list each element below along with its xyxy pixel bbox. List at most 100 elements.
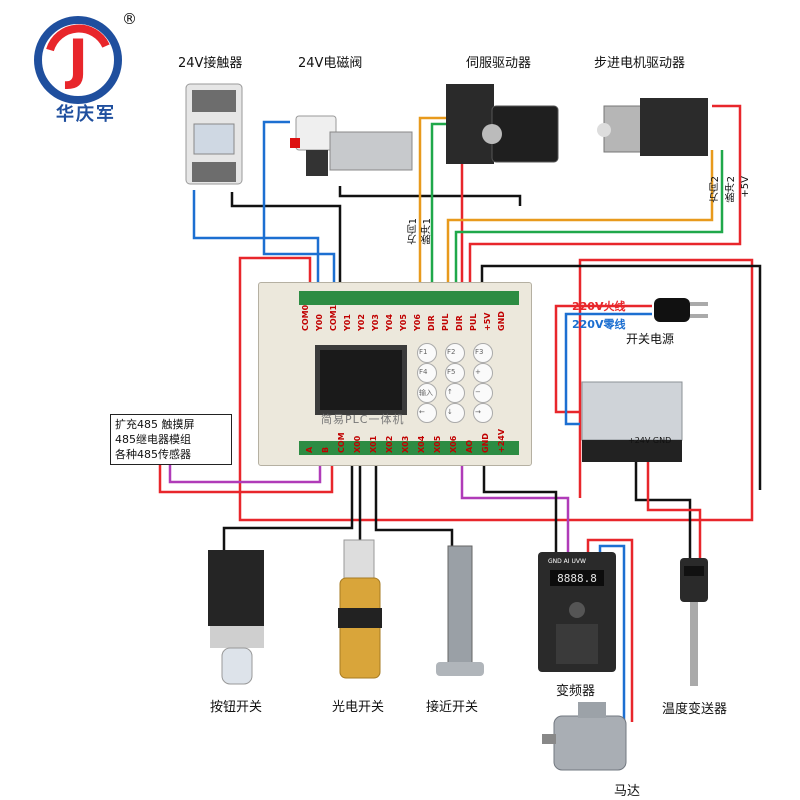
top-terminal-label: PUL xyxy=(441,313,450,331)
power-switch-label: 开关电源 xyxy=(626,332,675,346)
bottom-terminal-label: +24V xyxy=(497,428,506,453)
top-terminal-label: GND xyxy=(497,311,506,331)
temp-image xyxy=(680,558,708,686)
bottom-terminal-label: X00 xyxy=(353,435,362,453)
pulse1-label: 脉冲1 xyxy=(422,218,433,245)
photo-label: 光电开关 xyxy=(332,700,385,715)
motor-label: 马达 xyxy=(614,784,641,799)
plc-key-label: → xyxy=(475,408,481,416)
stepper-image xyxy=(597,98,708,156)
plc-key[interactable] xyxy=(473,343,493,363)
wire-ac-live xyxy=(554,304,652,414)
bottom-terminal-label: X04 xyxy=(417,435,426,453)
plc-name: 简易PLC一体机 xyxy=(321,413,405,426)
plus5v-label: +5V xyxy=(740,176,751,198)
temp-label: 温度变送器 xyxy=(662,702,728,717)
expansion-line-2: 485继电器模组 xyxy=(115,433,191,446)
wire-red-loop xyxy=(238,256,754,522)
bottom-terminal-label: X06 xyxy=(449,435,458,453)
expansion-box: 扩充485 触摸屏 485继电器模组 各种485传感器 xyxy=(110,414,232,465)
top-terminal-label: +5V xyxy=(483,312,492,331)
motor-image xyxy=(542,702,627,771)
top-terminal-label: Y06 xyxy=(413,314,422,331)
wire-prox-black xyxy=(374,452,454,546)
bottom-terminal-label: B xyxy=(321,446,330,453)
plc-key[interactable] xyxy=(445,403,465,423)
top-terminal-label: PUL xyxy=(469,313,478,331)
plc-key-label: ↑ xyxy=(447,388,453,396)
brand-logo: J xyxy=(34,16,122,104)
plc-key-label: F4 xyxy=(419,368,428,376)
wire-temp-red xyxy=(646,452,702,560)
vfd-image: 8888.8 xyxy=(538,552,616,672)
wire-motor-red xyxy=(586,538,634,722)
wire-motor-blue xyxy=(598,544,626,720)
vfd-label: 变频器 xyxy=(556,684,596,699)
plc-key[interactable] xyxy=(473,403,493,423)
wire-psu-black xyxy=(634,452,692,560)
wire-solenoid-blue xyxy=(262,120,336,298)
top-terminal-label: Y00 xyxy=(315,314,324,331)
wire-ao-purple xyxy=(460,452,570,552)
trademark-mark: ® xyxy=(122,10,137,28)
top-terminal-strip xyxy=(299,291,519,305)
plc-key[interactable] xyxy=(417,403,437,423)
plc-key-label: F5 xyxy=(447,368,456,376)
wire-stepper-orange xyxy=(446,150,714,298)
servo-label: 伺服驱动器 xyxy=(466,56,532,71)
bottom-terminal-label: X05 xyxy=(433,435,442,453)
psu-image xyxy=(581,381,683,462)
wire-485-red xyxy=(158,450,334,494)
plc-key-label: F1 xyxy=(419,348,428,356)
proximity-label: 接近开关 xyxy=(426,700,479,715)
plc-key-label: − xyxy=(475,388,481,396)
vfd-display: 8888.8 xyxy=(557,572,597,585)
expansion-line-1: 扩充485 触摸屏 xyxy=(115,418,195,431)
wire-stepper-red xyxy=(468,104,742,298)
brand-logo-letter: J xyxy=(64,28,88,91)
plc-key[interactable] xyxy=(445,383,465,403)
plc-key-label: F3 xyxy=(475,348,484,356)
plc-key-label: + xyxy=(475,368,481,376)
wire-button-black xyxy=(222,452,354,550)
plc-key[interactable] xyxy=(417,383,437,403)
bottom-terminal-label: GND xyxy=(481,433,490,453)
contactor-label: 24V接触器 xyxy=(178,56,243,71)
plc-key[interactable] xyxy=(473,363,493,383)
wire-stepper-green xyxy=(454,150,724,298)
plc-key-label: ↓ xyxy=(447,408,453,416)
wire-solenoid-black xyxy=(338,186,522,206)
stepper-label: 步进电机驱动器 xyxy=(594,56,686,71)
dir1-label: 方向1 xyxy=(408,218,419,245)
expansion-line-3: 各种485传感器 xyxy=(115,448,191,461)
plc-key[interactable] xyxy=(445,343,465,363)
wire-ac-neutral xyxy=(564,312,652,426)
top-terminal-label: Y01 xyxy=(343,314,352,331)
plc-key[interactable] xyxy=(445,363,465,383)
bottom-terminal-label: A xyxy=(305,446,314,453)
plc-key[interactable] xyxy=(417,363,437,383)
button-image xyxy=(208,550,264,685)
top-terminal-label: COM0 xyxy=(301,304,310,331)
vfd-terminal-label: GND AI UVW xyxy=(548,558,586,565)
contactor-image xyxy=(185,83,243,185)
proximity-image xyxy=(436,545,484,676)
plc-key[interactable] xyxy=(417,343,437,363)
psu-terminal-label: +24V GND xyxy=(628,436,672,445)
wire-485-purple xyxy=(168,450,322,484)
solenoid-image xyxy=(290,115,413,176)
button-label: 按钮开关 xyxy=(210,700,263,715)
solenoid-label: 24V电磁阀 xyxy=(298,56,363,71)
photo-image xyxy=(338,539,382,679)
wire-contactor-blue xyxy=(192,190,320,298)
plc-key[interactable] xyxy=(473,383,493,403)
servo-image xyxy=(446,84,559,164)
top-terminal-label: Y05 xyxy=(399,314,408,331)
brand-name: 华庆军 xyxy=(56,104,116,125)
top-terminal-label: DIR xyxy=(455,315,464,331)
bottom-terminal-label: X03 xyxy=(401,435,410,453)
bottom-terminal-strip xyxy=(299,441,519,455)
live-label: 220V火线 xyxy=(572,300,626,313)
top-terminal-label: Y04 xyxy=(385,314,394,331)
